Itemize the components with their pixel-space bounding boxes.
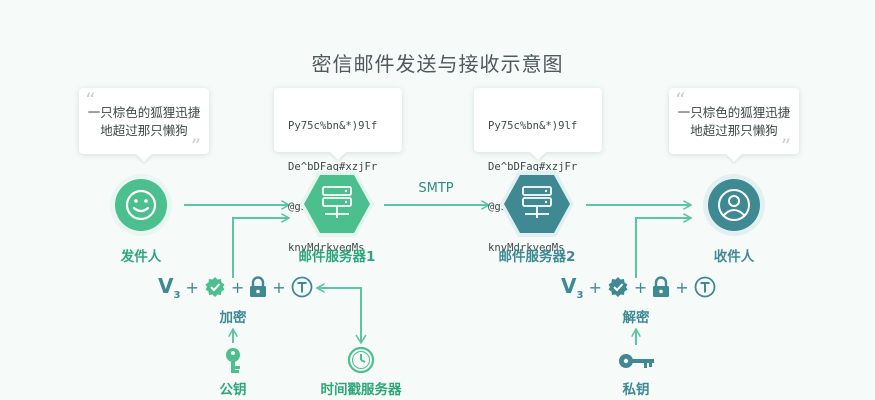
private-key-label: 私钥 [622, 382, 650, 398]
timestamp-t-icon [291, 276, 313, 298]
mail-server-1-node [299, 169, 375, 239]
smtp-label: SMTP [418, 181, 454, 196]
arrow-encrypt-to-server1 [232, 218, 288, 278]
decrypt-algorithm-row: V3 + + + [561, 273, 716, 301]
cipher-line: Py75c%bn&*)9lf [288, 120, 378, 132]
sender-message-bubble: “ 一只棕色的狐狸迅捷 地超过那只懒狗 ” [79, 88, 209, 158]
open-quote-icon: “ [85, 88, 96, 112]
sender-node [109, 173, 173, 237]
recipient-message-line: 一只棕色的狐狸迅捷 [677, 105, 791, 120]
close-quote-icon: ” [780, 134, 791, 158]
timestamp-server-label: 时间戳服务器 [320, 382, 402, 398]
v3-logo-icon: V3 [561, 273, 584, 301]
recipient-message-line: 地超过那只懒狗 [690, 123, 778, 138]
plus-sign: + [230, 277, 245, 297]
plus-sign: + [675, 277, 689, 297]
plus-sign: + [588, 277, 602, 297]
arrow-timestamp-link [318, 288, 362, 343]
v3-logo-icon: V3 [158, 273, 181, 301]
mail-server-2-node [499, 169, 575, 239]
lock-icon [250, 276, 267, 297]
cipher-line: knvMdrkvegMs [488, 241, 565, 254]
plus-sign: + [272, 277, 286, 297]
plus-sign: + [633, 277, 648, 297]
smiley-face-icon [110, 174, 172, 236]
cipher-line: De^bDFaq#xzjFr [288, 160, 378, 173]
public-key-label: 公钥 [219, 382, 247, 398]
recipient-label: 收件人 [713, 249, 755, 265]
user-avatar-icon [703, 174, 765, 236]
clock-icon [347, 346, 375, 374]
private-key-icon [619, 354, 654, 368]
open-quote-icon: “ [675, 88, 686, 112]
server-icon [300, 171, 374, 237]
decrypt-label: 解密 [622, 310, 650, 326]
cipher-line: knvMdrkvegMs [288, 241, 365, 254]
mail-server-1-label: 邮件服务器1 [298, 249, 376, 265]
sender-label: 发件人 [120, 249, 162, 265]
sender-message-line: 一只棕色的狐狸迅捷 [87, 105, 201, 120]
verified-badge-icon [608, 277, 628, 297]
encrypt-label: 加密 [219, 310, 247, 326]
close-quote-icon: ” [190, 134, 201, 158]
timestamp-t-icon [694, 276, 716, 298]
recipient-node [702, 173, 766, 237]
lock-icon [653, 276, 670, 297]
server-icon [500, 171, 574, 237]
public-key-icon [226, 348, 240, 373]
cipher-line: De^bDFaq#xzjFr [488, 160, 578, 173]
timestamp-server-node [347, 346, 375, 374]
private-key-node [618, 352, 656, 370]
encrypt-algorithm-row: V3 + + + [158, 273, 313, 301]
arrow-decrypt-to-recipient [635, 218, 690, 278]
plus-sign: + [185, 277, 199, 297]
cipher-bubble-server2: Py75c%bn&*)9lf De^bDFaq#xzjFr @g5=&nmdFg… [474, 88, 602, 254]
sender-message-line: 地超过那只懒狗 [100, 123, 188, 138]
arrow-timestamp-down-head [355, 334, 367, 345]
recipient-message-bubble: “ 一只棕色的狐狸迅捷 地超过那只懒狗 ” [669, 88, 799, 158]
cipher-line: Py75c%bn&*)9lf [488, 120, 578, 132]
diagram-title: 密信邮件发送与接收示意图 [311, 52, 564, 76]
cipher-bubble-server1: Py75c%bn&*)9lf De^bDFaq#xzjFr @g5=&nmdFg… [274, 88, 402, 254]
verified-badge-icon [205, 277, 225, 297]
mail-server-2-label: 邮件服务器2 [498, 249, 576, 265]
public-key-node [220, 346, 246, 374]
